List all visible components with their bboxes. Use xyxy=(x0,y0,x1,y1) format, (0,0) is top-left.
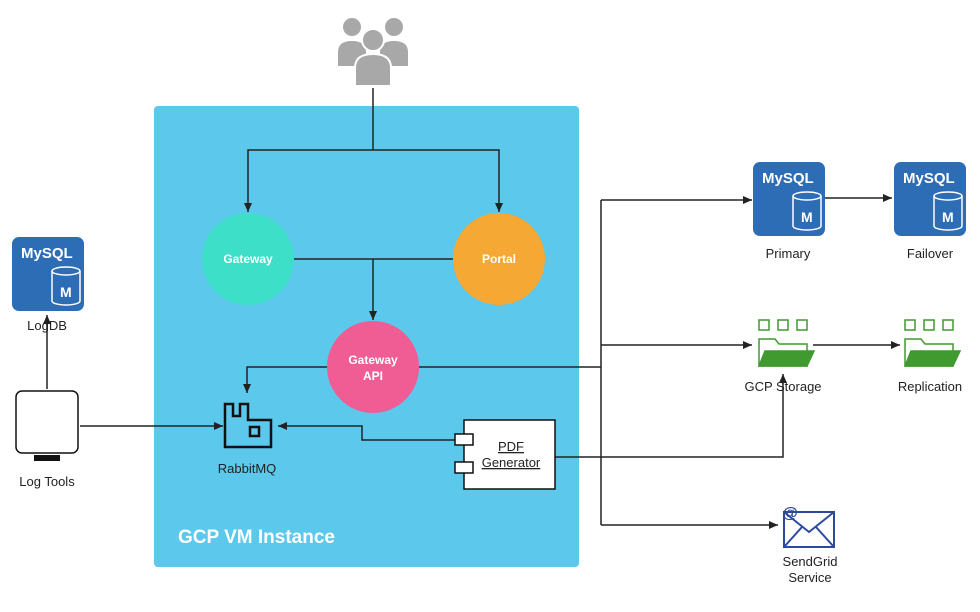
edge-users-portal xyxy=(373,149,503,212)
edge-api-rabbitmq xyxy=(243,366,327,393)
sendgrid-at-symbol: @ xyxy=(782,505,798,522)
portal-node[interactable] xyxy=(453,213,545,305)
sendgrid-label-line2: Service xyxy=(788,570,831,585)
sendgrid-mail-icon[interactable]: @ xyxy=(782,505,835,548)
logdb-mysql-icon[interactable] xyxy=(11,236,85,312)
failover-mysql-icon[interactable] xyxy=(893,161,967,237)
edges xyxy=(43,88,900,529)
rabbitmq-icon[interactable] xyxy=(223,402,273,449)
primary-label: Primary xyxy=(766,246,811,261)
edge-users-gateway xyxy=(244,149,373,212)
gateway-node[interactable] xyxy=(202,213,294,305)
pdf-generator-node[interactable] xyxy=(454,419,556,490)
failover-label: Failover xyxy=(907,246,954,261)
users-icon xyxy=(336,16,410,87)
gcp-storage-label: GCP Storage xyxy=(744,379,821,394)
replication-label: Replication xyxy=(898,379,962,394)
pdf-generator-label-line2: Generator xyxy=(482,455,541,470)
gcp-vm-title: GCP VM Instance xyxy=(178,527,335,548)
edge-pdf-storage xyxy=(555,374,787,458)
replication-folder-icon[interactable] xyxy=(904,319,961,367)
logdb-label: LogDB xyxy=(27,318,67,333)
sendgrid-label-line1: SendGrid xyxy=(783,554,838,569)
gcp-storage-folder-icon[interactable] xyxy=(758,319,815,367)
gateway-api-label-line2: API xyxy=(363,369,383,383)
portal-label: Portal xyxy=(482,252,516,266)
log-tools-monitor-icon[interactable] xyxy=(15,390,79,461)
gateway-label: Gateway xyxy=(223,252,273,266)
gateway-api-node[interactable] xyxy=(327,321,419,413)
pdf-generator-label-line1: PDF xyxy=(498,439,524,454)
log-tools-label: Log Tools xyxy=(19,474,75,489)
gateway-api-label-line1: Gateway xyxy=(348,353,398,367)
primary-mysql-icon[interactable] xyxy=(752,161,826,237)
edge-pdf-rabbitmq xyxy=(278,422,455,441)
rabbitmq-label: RabbitMQ xyxy=(218,461,277,476)
